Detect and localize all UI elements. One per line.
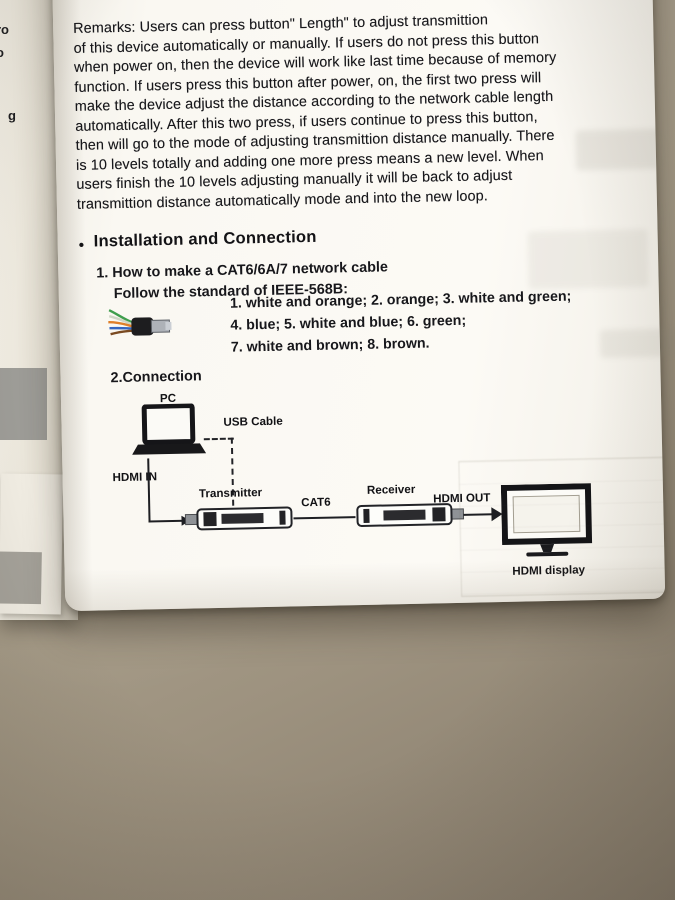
- underlying-gray-block: [0, 368, 47, 440]
- cut-text-fragment: o: [0, 45, 4, 60]
- cut-text-fragment: g: [8, 108, 16, 123]
- wiring-line: 4. blue; 5. white and blue; 6. green;: [230, 312, 467, 334]
- wiring-line: 7. white and brown; 8. brown.: [230, 335, 430, 356]
- hdmi-in-label: HDMI IN: [112, 470, 158, 485]
- transmitter-label: Transmitter: [198, 486, 263, 501]
- step1-title: 1. How to make a CAT6/6A/7 network cable: [96, 259, 389, 282]
- usb-cable-dashed-line: [203, 437, 234, 441]
- manual-page: Remarks: Users can press button" Length"…: [50, 0, 675, 612]
- section-heading: Installation and Connection: [93, 226, 317, 251]
- bleedthrough-smudge: [599, 328, 675, 358]
- hdmi-in-line: [147, 458, 151, 523]
- bleedthrough-smudge: [527, 228, 649, 290]
- hdmi-display-label: HDMI display: [512, 563, 586, 578]
- underlying-gray-block: [0, 551, 42, 605]
- bleedthrough-smudge: [575, 128, 661, 171]
- receiver-icon: [356, 503, 465, 527]
- monitor-icon: [500, 483, 593, 557]
- step2-title: 2.Connection: [110, 368, 202, 387]
- receiver-label: Receiver: [366, 482, 416, 497]
- hdmi-in-line: [148, 519, 185, 523]
- laptop-icon: [132, 403, 207, 455]
- network-cable-photo: [108, 309, 172, 336]
- usb-cable-label: USB Cable: [223, 414, 283, 429]
- cat6-label: CAT6: [301, 495, 331, 510]
- bullet-marker: •: [78, 236, 85, 254]
- cut-text-fragment: ro: [0, 22, 9, 37]
- cat6-cable-line: [293, 516, 356, 520]
- underlying-card: [0, 473, 64, 615]
- transmitter-icon: [184, 506, 293, 531]
- bleedthrough-table-outline: [458, 456, 668, 597]
